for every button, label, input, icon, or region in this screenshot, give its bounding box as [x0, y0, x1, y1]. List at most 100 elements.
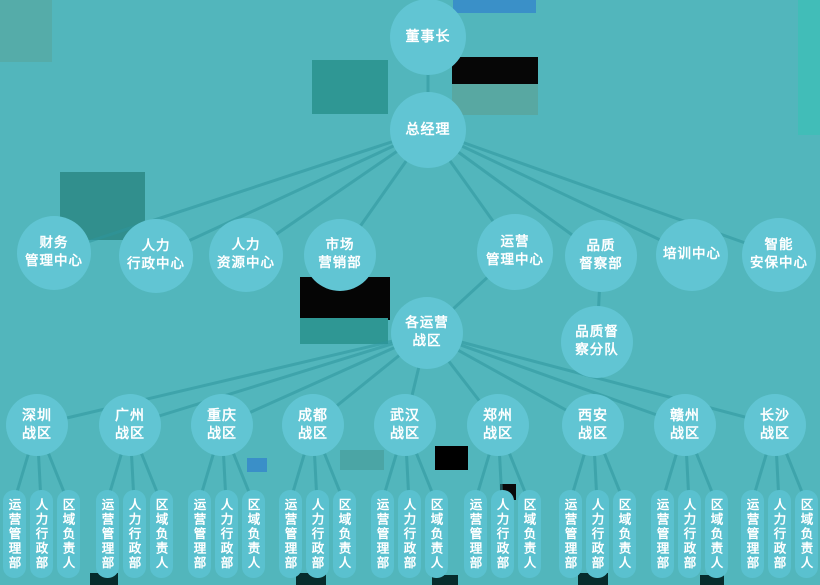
- dept-box-chongqing-0: 运营管理部: [187, 490, 211, 578]
- dept-box-label: 运营管理部: [562, 497, 578, 571]
- dept-box-label: 区域负责人: [708, 497, 724, 571]
- dept-box-label: 运营管理部: [191, 497, 207, 571]
- org-node-label: 郑州 战区: [483, 407, 513, 442]
- dept-box-chengdu-0: 运营管理部: [278, 490, 302, 578]
- dept-box-label: 人力行政部: [401, 497, 417, 571]
- org-node-label: 西安 战区: [578, 407, 608, 442]
- org-node-changsha: 长沙 战区: [744, 394, 806, 456]
- org-node-label: 人力 资源中心: [217, 237, 275, 271]
- org-node-label: 培训中心: [663, 246, 721, 263]
- dept-box-wuhan-1: 人力行政部: [397, 490, 421, 578]
- dept-box-label: 人力行政部: [681, 497, 697, 571]
- org-node-label: 深圳 战区: [22, 407, 52, 442]
- dept-box-label: 人力行政部: [494, 497, 510, 571]
- dept-box-label: 人力行政部: [218, 497, 234, 571]
- dept-box-xian-2: 区域负责人: [612, 490, 636, 578]
- dept-box-chongqing-1: 人力行政部: [214, 490, 238, 578]
- org-node-label: 广州 战区: [115, 407, 145, 442]
- dept-box-label: 运营管理部: [654, 497, 670, 571]
- org-node-ops-center: 运营 管理中心: [477, 214, 553, 290]
- org-node-ganzhou: 赣州 战区: [654, 394, 716, 456]
- dept-box-chengdu-1: 人力行政部: [305, 490, 329, 578]
- dept-box-label: 人力行政部: [771, 497, 787, 571]
- dept-box-changsha-1: 人力行政部: [767, 490, 791, 578]
- org-node-chongqing: 重庆 战区: [191, 394, 253, 456]
- dept-box-shenzhen-1: 人力行政部: [29, 490, 53, 578]
- dept-box-label: 人力行政部: [33, 497, 49, 571]
- org-node-chairman: 董事长: [390, 0, 466, 75]
- connector-line: [53, 128, 429, 255]
- dept-box-label: 区域负责人: [153, 497, 169, 571]
- dept-box-label: 运营管理部: [99, 497, 115, 571]
- dept-box-label: 运营管理部: [744, 497, 760, 571]
- org-node-gm: 总经理: [390, 92, 466, 168]
- org-node-hr-admin: 人力 行政中心: [119, 219, 193, 293]
- dept-box-ganzhou-2: 区域负责人: [704, 490, 728, 578]
- org-node-label: 赣州 战区: [670, 407, 700, 442]
- org-node-label: 品质督 察分队: [575, 324, 619, 358]
- dept-box-label: 人力行政部: [126, 497, 142, 571]
- org-node-label: 长沙 战区: [760, 407, 790, 442]
- dept-box-label: 运营管理部: [282, 497, 298, 571]
- dept-box-label: 区域负责人: [798, 497, 814, 571]
- dept-box-xian-0: 运营管理部: [558, 490, 582, 578]
- org-node-label: 运营 管理中心: [486, 234, 544, 268]
- org-node-label: 成都 战区: [298, 407, 328, 442]
- dept-box-chongqing-2: 区域负责人: [241, 490, 265, 578]
- org-node-marketing: 市场 营销部: [304, 219, 376, 291]
- dept-box-label: 区域负责人: [336, 497, 352, 571]
- org-node-finance: 财务 管理中心: [17, 216, 91, 290]
- dept-box-ganzhou-0: 运营管理部: [650, 490, 674, 578]
- org-node-chengdu: 成都 战区: [282, 394, 344, 456]
- org-node-training: 培训中心: [656, 219, 728, 291]
- dept-box-label: 区域负责人: [60, 497, 76, 571]
- dept-box-shenzhen-2: 区域负责人: [56, 490, 80, 578]
- dept-box-zhengzhou-1: 人力行政部: [490, 490, 514, 578]
- org-node-label: 智能 安保中心: [750, 237, 808, 271]
- org-node-label: 武汉 战区: [390, 407, 420, 442]
- org-node-label: 总经理: [405, 121, 451, 138]
- dept-box-chengdu-2: 区域负责人: [332, 490, 356, 578]
- org-node-shenzhen: 深圳 战区: [6, 394, 68, 456]
- org-node-quality-dept: 品质 督察部: [565, 220, 637, 292]
- dept-box-zhengzhou-2: 区域负责人: [517, 490, 541, 578]
- connector-line: [426, 331, 686, 427]
- dept-box-ganzhou-1: 人力行政部: [677, 490, 701, 578]
- org-node-label: 人力 行政中心: [127, 238, 185, 272]
- dept-box-label: 运营管理部: [374, 497, 390, 571]
- dept-box-xian-1: 人力行政部: [585, 490, 609, 578]
- org-node-guangzhou: 广州 战区: [99, 394, 161, 456]
- dept-box-wuhan-0: 运营管理部: [370, 490, 394, 578]
- dept-box-zhengzhou-0: 运营管理部: [463, 490, 487, 578]
- org-node-quality-team: 品质督 察分队: [561, 306, 633, 378]
- dept-box-guangzhou-1: 人力行政部: [122, 490, 146, 578]
- dept-box-label: 区域负责人: [428, 497, 444, 571]
- org-node-label: 重庆 战区: [207, 407, 237, 442]
- dept-box-label: 运营管理部: [6, 497, 22, 571]
- dept-box-label: 人力行政部: [589, 497, 605, 571]
- org-node-wuhan: 武汉 战区: [374, 394, 436, 456]
- org-node-label: 财务 管理中心: [25, 235, 83, 269]
- dept-box-label: 区域负责人: [616, 497, 632, 571]
- org-node-smart-security: 智能 安保中心: [742, 218, 816, 292]
- org-node-war-zones: 各运营 战区: [391, 297, 463, 369]
- dept-box-label: 人力行政部: [309, 497, 325, 571]
- connector-line: [221, 331, 428, 427]
- org-node-label: 品质 督察部: [579, 238, 623, 272]
- dept-box-changsha-0: 运营管理部: [740, 490, 764, 578]
- org-node-label: 各运营 战区: [405, 315, 449, 349]
- org-node-hr-resource: 人力 资源中心: [209, 218, 283, 292]
- dept-box-label: 区域负责人: [521, 497, 537, 571]
- org-node-xian: 西安 战区: [562, 394, 624, 456]
- dept-box-guangzhou-2: 区域负责人: [149, 490, 173, 578]
- connector-line: [427, 128, 693, 257]
- connector-line: [155, 128, 429, 258]
- connector-line: [426, 331, 776, 427]
- org-node-label: 董事长: [405, 28, 451, 45]
- dept-box-guangzhou-0: 运营管理部: [95, 490, 119, 578]
- connector-line: [129, 331, 428, 427]
- dept-box-label: 运营管理部: [467, 497, 483, 571]
- dept-box-shenzhen-0: 运营管理部: [2, 490, 26, 578]
- dept-box-label: 区域负责人: [245, 497, 261, 571]
